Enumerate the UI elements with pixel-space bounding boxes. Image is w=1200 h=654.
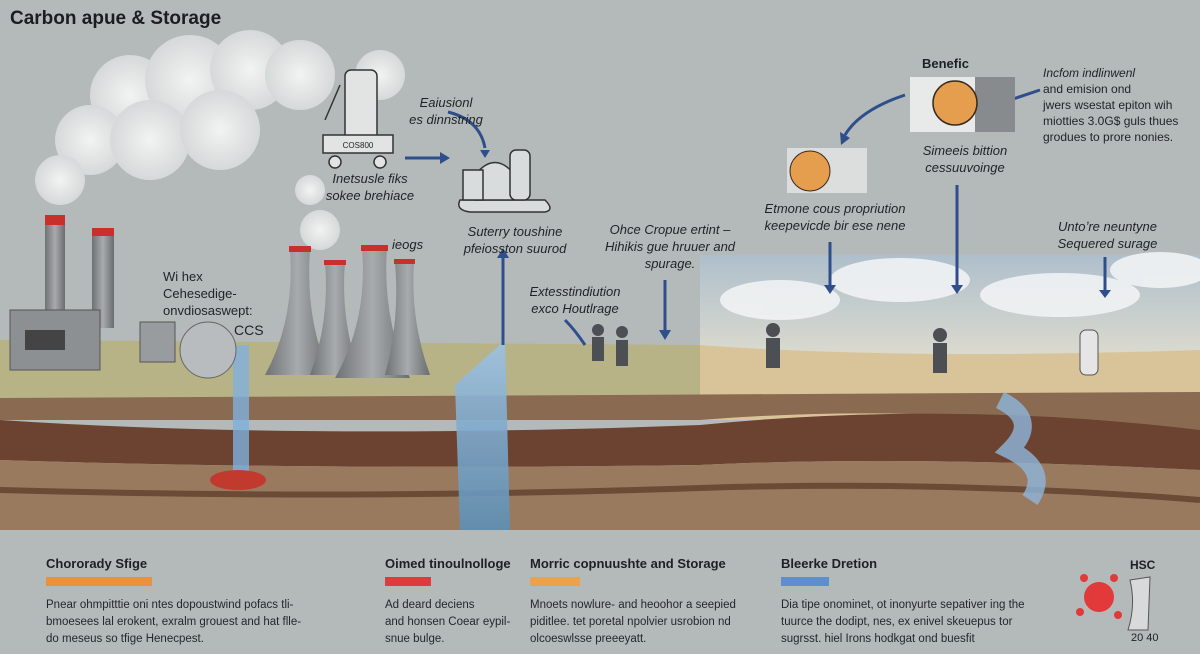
legend-heading: Oimed tinoulnolloge: [385, 556, 511, 571]
legend-line: sugrsst. hiel Irons hodkgat ond buesfit: [781, 633, 975, 645]
label-line: Hihikis gue hruuer and: [604, 239, 736, 254]
legend-line: snue bulge.: [385, 633, 445, 645]
legend-item-4: Bleerke Dretion Dia tipe onominet, ot in…: [781, 556, 1061, 648]
legend-text: Pnear ohmpitttie oni ntes dopoustwind po…: [46, 597, 336, 648]
co2-reservoir: [210, 470, 266, 490]
truck-sign: COS800: [343, 141, 374, 150]
label-line: Eaiusionl: [419, 95, 473, 110]
label-processing: Suterry toushine pfeiosston suurod: [440, 223, 590, 257]
legend-heading: Bleerke Dretion: [781, 556, 878, 571]
workers: [592, 323, 947, 373]
label-line: Ohce Cropue ertint –: [609, 222, 731, 237]
label-emone: Etmone cous propriution keepevicde bir es…: [755, 200, 915, 234]
clouds: [720, 252, 1200, 320]
legend-heading: Morric copnuushte and Storage: [530, 556, 726, 571]
processing-unit-sketch: [458, 149, 551, 213]
legend-line: tuurce the dodipt, nes, ex enivel skeuep…: [781, 616, 1013, 628]
truck-sketch: [322, 69, 394, 169]
label-line: Extesstindiution: [529, 284, 621, 299]
label-capture-note: Ohce Cropue ertint – Hihikis gue hruuer a…: [590, 221, 750, 272]
label-income: Incfom indlinwenl and emision ond jwers ws…: [1043, 65, 1193, 145]
gas-cylinder: [1079, 329, 1099, 376]
virus-icon: [1076, 574, 1122, 619]
label-line: Incfom indlinwenl: [1043, 66, 1136, 80]
legend-item-1: Chororady Sfige Pnear ohmpitttie oni nte…: [46, 556, 336, 648]
label-line: cessuuvoinge: [925, 160, 1005, 175]
label-line: onvdiosaswept:: [163, 303, 253, 318]
label-emission: Eaiusionl es dinnstring: [396, 94, 496, 128]
legend-line: bmoesees lal erokent, exralm grouest and…: [46, 616, 302, 628]
legend-text: Dia tipe onominet, ot inonyurte sepative…: [781, 597, 1061, 648]
label-extraction: Extesstindiution exco Houtlrage: [515, 283, 635, 317]
legend-color-bar: [781, 577, 829, 586]
label-line: Wi hex: [163, 269, 203, 284]
label-line: pfeiosston suurod: [463, 241, 567, 256]
smoke-cloud: [35, 30, 405, 250]
factory: [9, 215, 237, 379]
injection-pipe: [233, 345, 249, 475]
legend-line: olcoeswlsse preeeyatt.: [530, 633, 647, 645]
legend-item-2: Oimed tinoulnolloge Ad deard deciens and …: [385, 556, 525, 648]
legend-item-3: Morric copnuushte and Storage Mnoets now…: [530, 556, 770, 648]
legend-color-bar: [46, 577, 152, 586]
silo-icon: [1127, 576, 1151, 631]
lightbulb-hand-icon: [932, 80, 978, 126]
label-line: grodues to prore nonies.: [1043, 130, 1174, 144]
legend-line: do meseus so tfige Henecpest.: [46, 633, 204, 645]
label-line: Etmone cous propriution: [764, 201, 906, 216]
label-line: exco Houtlrage: [531, 301, 619, 316]
label-line: keepevicde bir ese nene: [764, 218, 906, 233]
label-line: Simeeis bittion: [922, 143, 1008, 158]
label-line: Inetsusle fiks: [332, 171, 408, 186]
water-column: [455, 340, 510, 530]
legend-text: Mnoets nowlure- and heoohor a seepied pid…: [530, 597, 770, 648]
label-line: sokee brehiace: [325, 188, 415, 203]
badge-label: HSC: [1130, 558, 1156, 572]
legend-text: Ad deard deciens and honsen Coear eypil-s…: [385, 597, 525, 648]
legend-line: Mnoets nowlure- and heoohor a seepied: [530, 599, 736, 611]
label-ieogs: ieogs: [392, 237, 424, 252]
label-line: Sequered surage: [1057, 236, 1158, 251]
label-line: and emision ond: [1043, 82, 1132, 96]
legend-heading: Chororady Sfige: [46, 556, 148, 571]
label-line: es dinnstring: [409, 112, 483, 127]
legend-line: Pnear ohmpitttie oni ntes dopoustwind po…: [46, 599, 294, 611]
legend-line: Ad deard deciens: [385, 599, 475, 611]
badge-year: 20 40: [1131, 632, 1159, 644]
cooling-towers: [265, 245, 430, 378]
label-ccs: CCS: [234, 322, 264, 338]
label-benefic-caption: Simeeis bittion cessuuvoinge: [900, 142, 1030, 176]
arrow-heads: [440, 132, 1111, 340]
legend-line: piditlee. tet poretal npolvier usrobion …: [530, 616, 731, 628]
label-line: miotties 3.0G$ guls thues: [1043, 114, 1179, 128]
label-industry: Inetsusle fiks sokee brehiace: [300, 170, 440, 204]
soil-lower: [0, 460, 1200, 530]
soil-upper: [0, 392, 1200, 440]
facility-icon: [789, 150, 831, 192]
label-line: jwers wsestat epiton wih: [1043, 98, 1173, 112]
legend-line: Dia tipe onominet, ot inonyurte sepative…: [781, 599, 1025, 611]
label-line: spurage.: [644, 256, 696, 271]
flow-arrows: [405, 88, 1107, 346]
legend-color-bar: [530, 577, 580, 586]
legend-color-bar: [385, 577, 431, 586]
legend-line: and honsen Coear eypil-: [385, 616, 511, 628]
label-line: Suterry toushine: [467, 224, 563, 239]
page-title: Carbon apue & Storage: [10, 8, 222, 29]
soil-dark: [0, 413, 1200, 470]
label-benefic: Benefic: [922, 56, 969, 71]
label-line: Cehesedige-: [163, 286, 237, 301]
label-line: Untoʼre neuntyne: [1057, 219, 1157, 234]
